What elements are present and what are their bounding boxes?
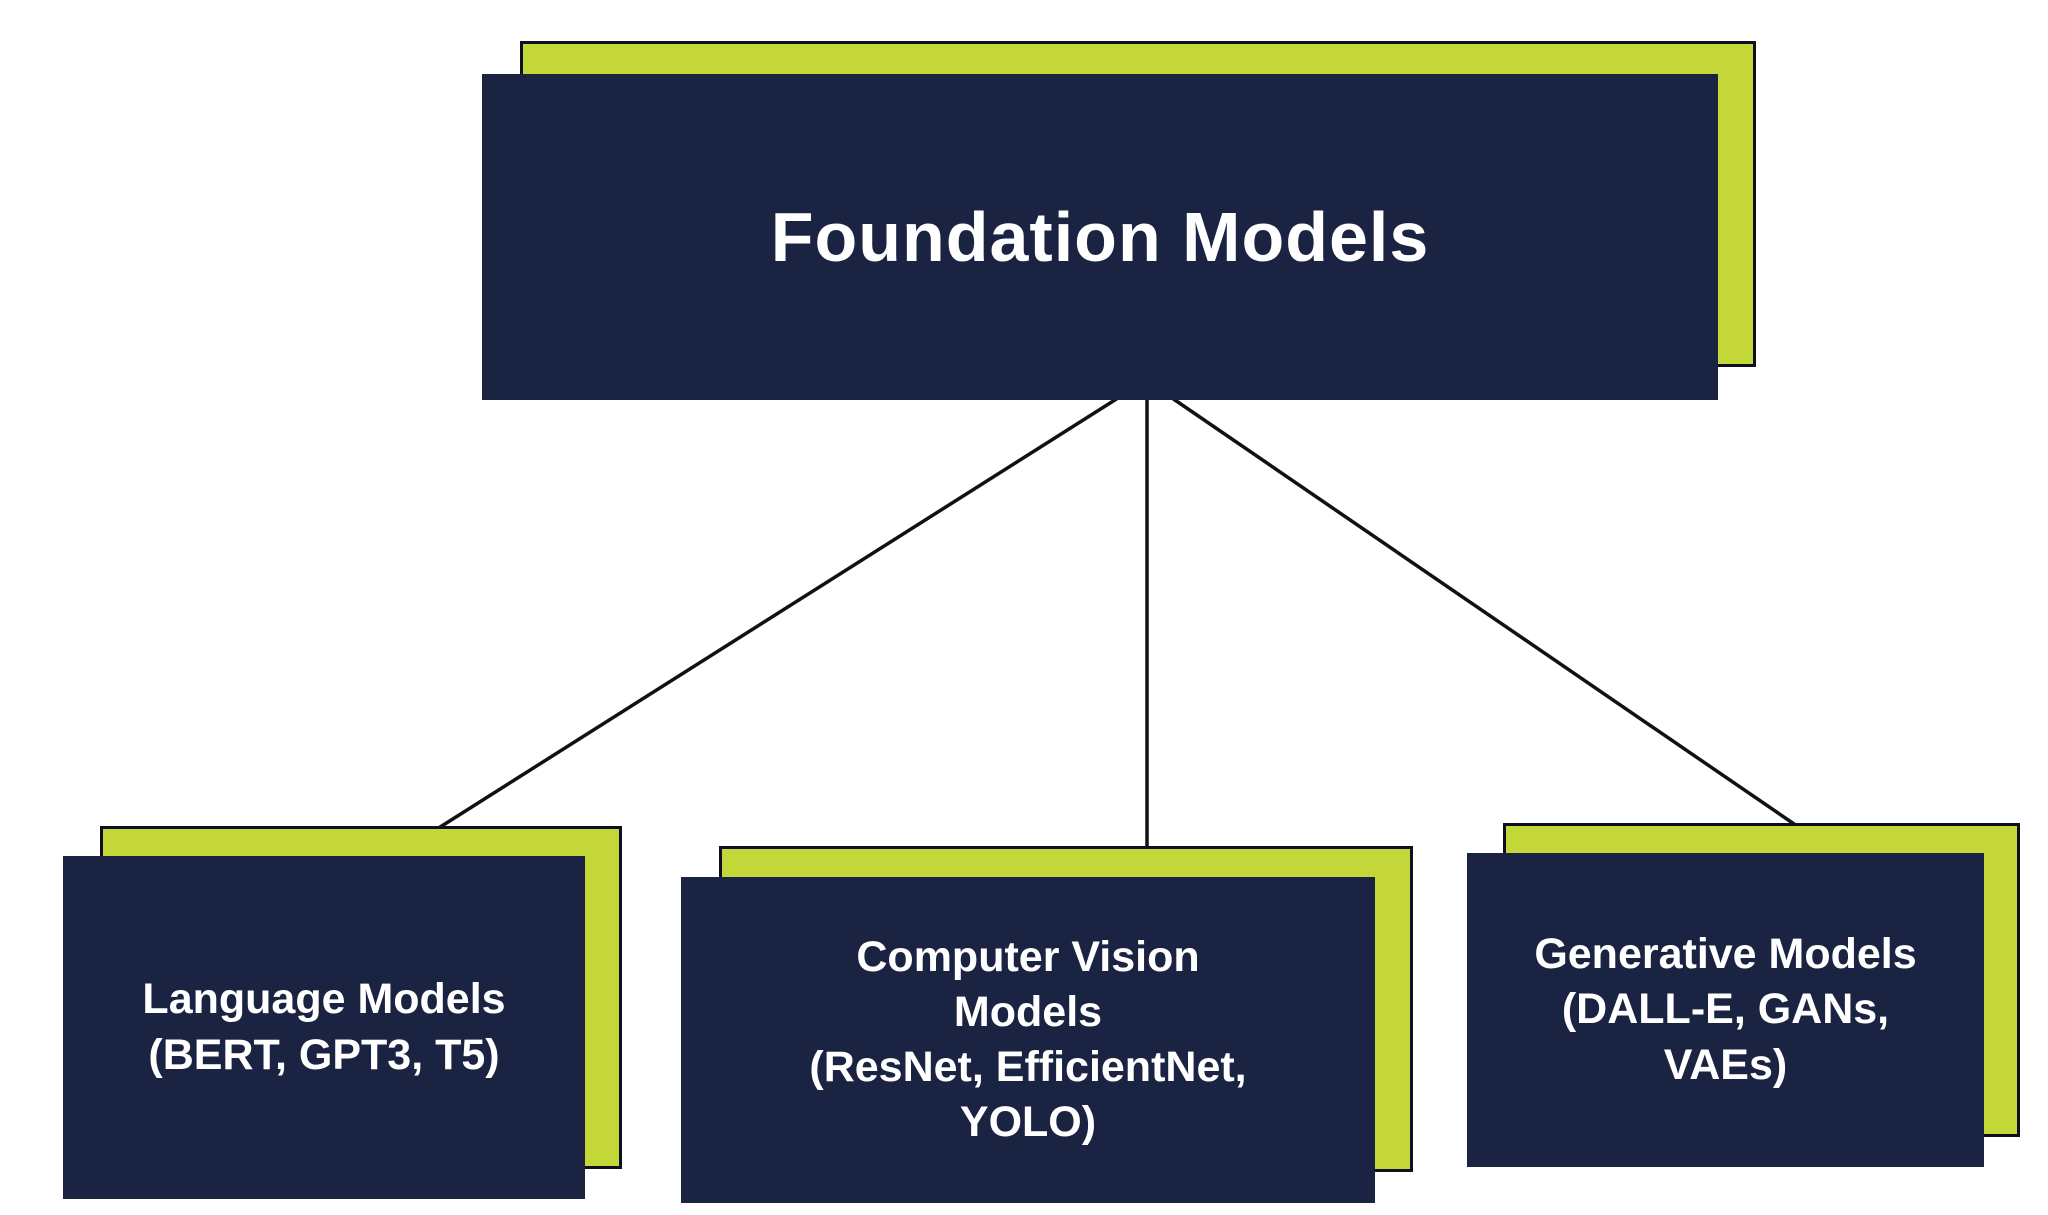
node-computer-vision-models: Computer Vision Models (ResNet, Efficien… (681, 846, 1413, 1203)
node-computer-vision-models-label-line2: Models (953, 987, 1103, 1036)
node-language-models-face: Language Models (BERT, GPT3, T5) (63, 856, 585, 1199)
node-generative-models-label-line1: Generative Models (1534, 930, 1917, 979)
node-generative-models-face: Generative Models (DALL-E, GANs, VAEs) (1467, 853, 1984, 1167)
connector-to-generative-models (1171, 396, 1798, 828)
node-foundation-models-face: Foundation Models (482, 74, 1718, 400)
connector-to-language-models (436, 396, 1119, 831)
node-computer-vision-models-label-line1: Computer Vision (856, 932, 1200, 981)
node-generative-models-label-line3: VAEs) (1663, 1040, 1788, 1089)
node-foundation-models-label: Foundation Models (770, 198, 1430, 276)
node-language-models-label-line2: (BERT, GPT3, T5) (148, 1030, 500, 1079)
node-computer-vision-models-label-line4: YOLO) (959, 1098, 1097, 1147)
node-computer-vision-models-label-line3: (ResNet, EfficientNet, (809, 1043, 1247, 1091)
node-language-models: Language Models (BERT, GPT3, T5) (63, 826, 622, 1199)
node-language-models-label-line1: Language Models (142, 975, 506, 1024)
node-generative-models-label-line2: (DALL-E, GANs, (1561, 985, 1890, 1034)
node-generative-models: Generative Models (DALL-E, GANs, VAEs) (1467, 823, 2020, 1167)
node-foundation-models: Foundation Models (482, 41, 1756, 400)
node-computer-vision-models-face: Computer Vision Models (ResNet, Efficien… (681, 877, 1375, 1203)
